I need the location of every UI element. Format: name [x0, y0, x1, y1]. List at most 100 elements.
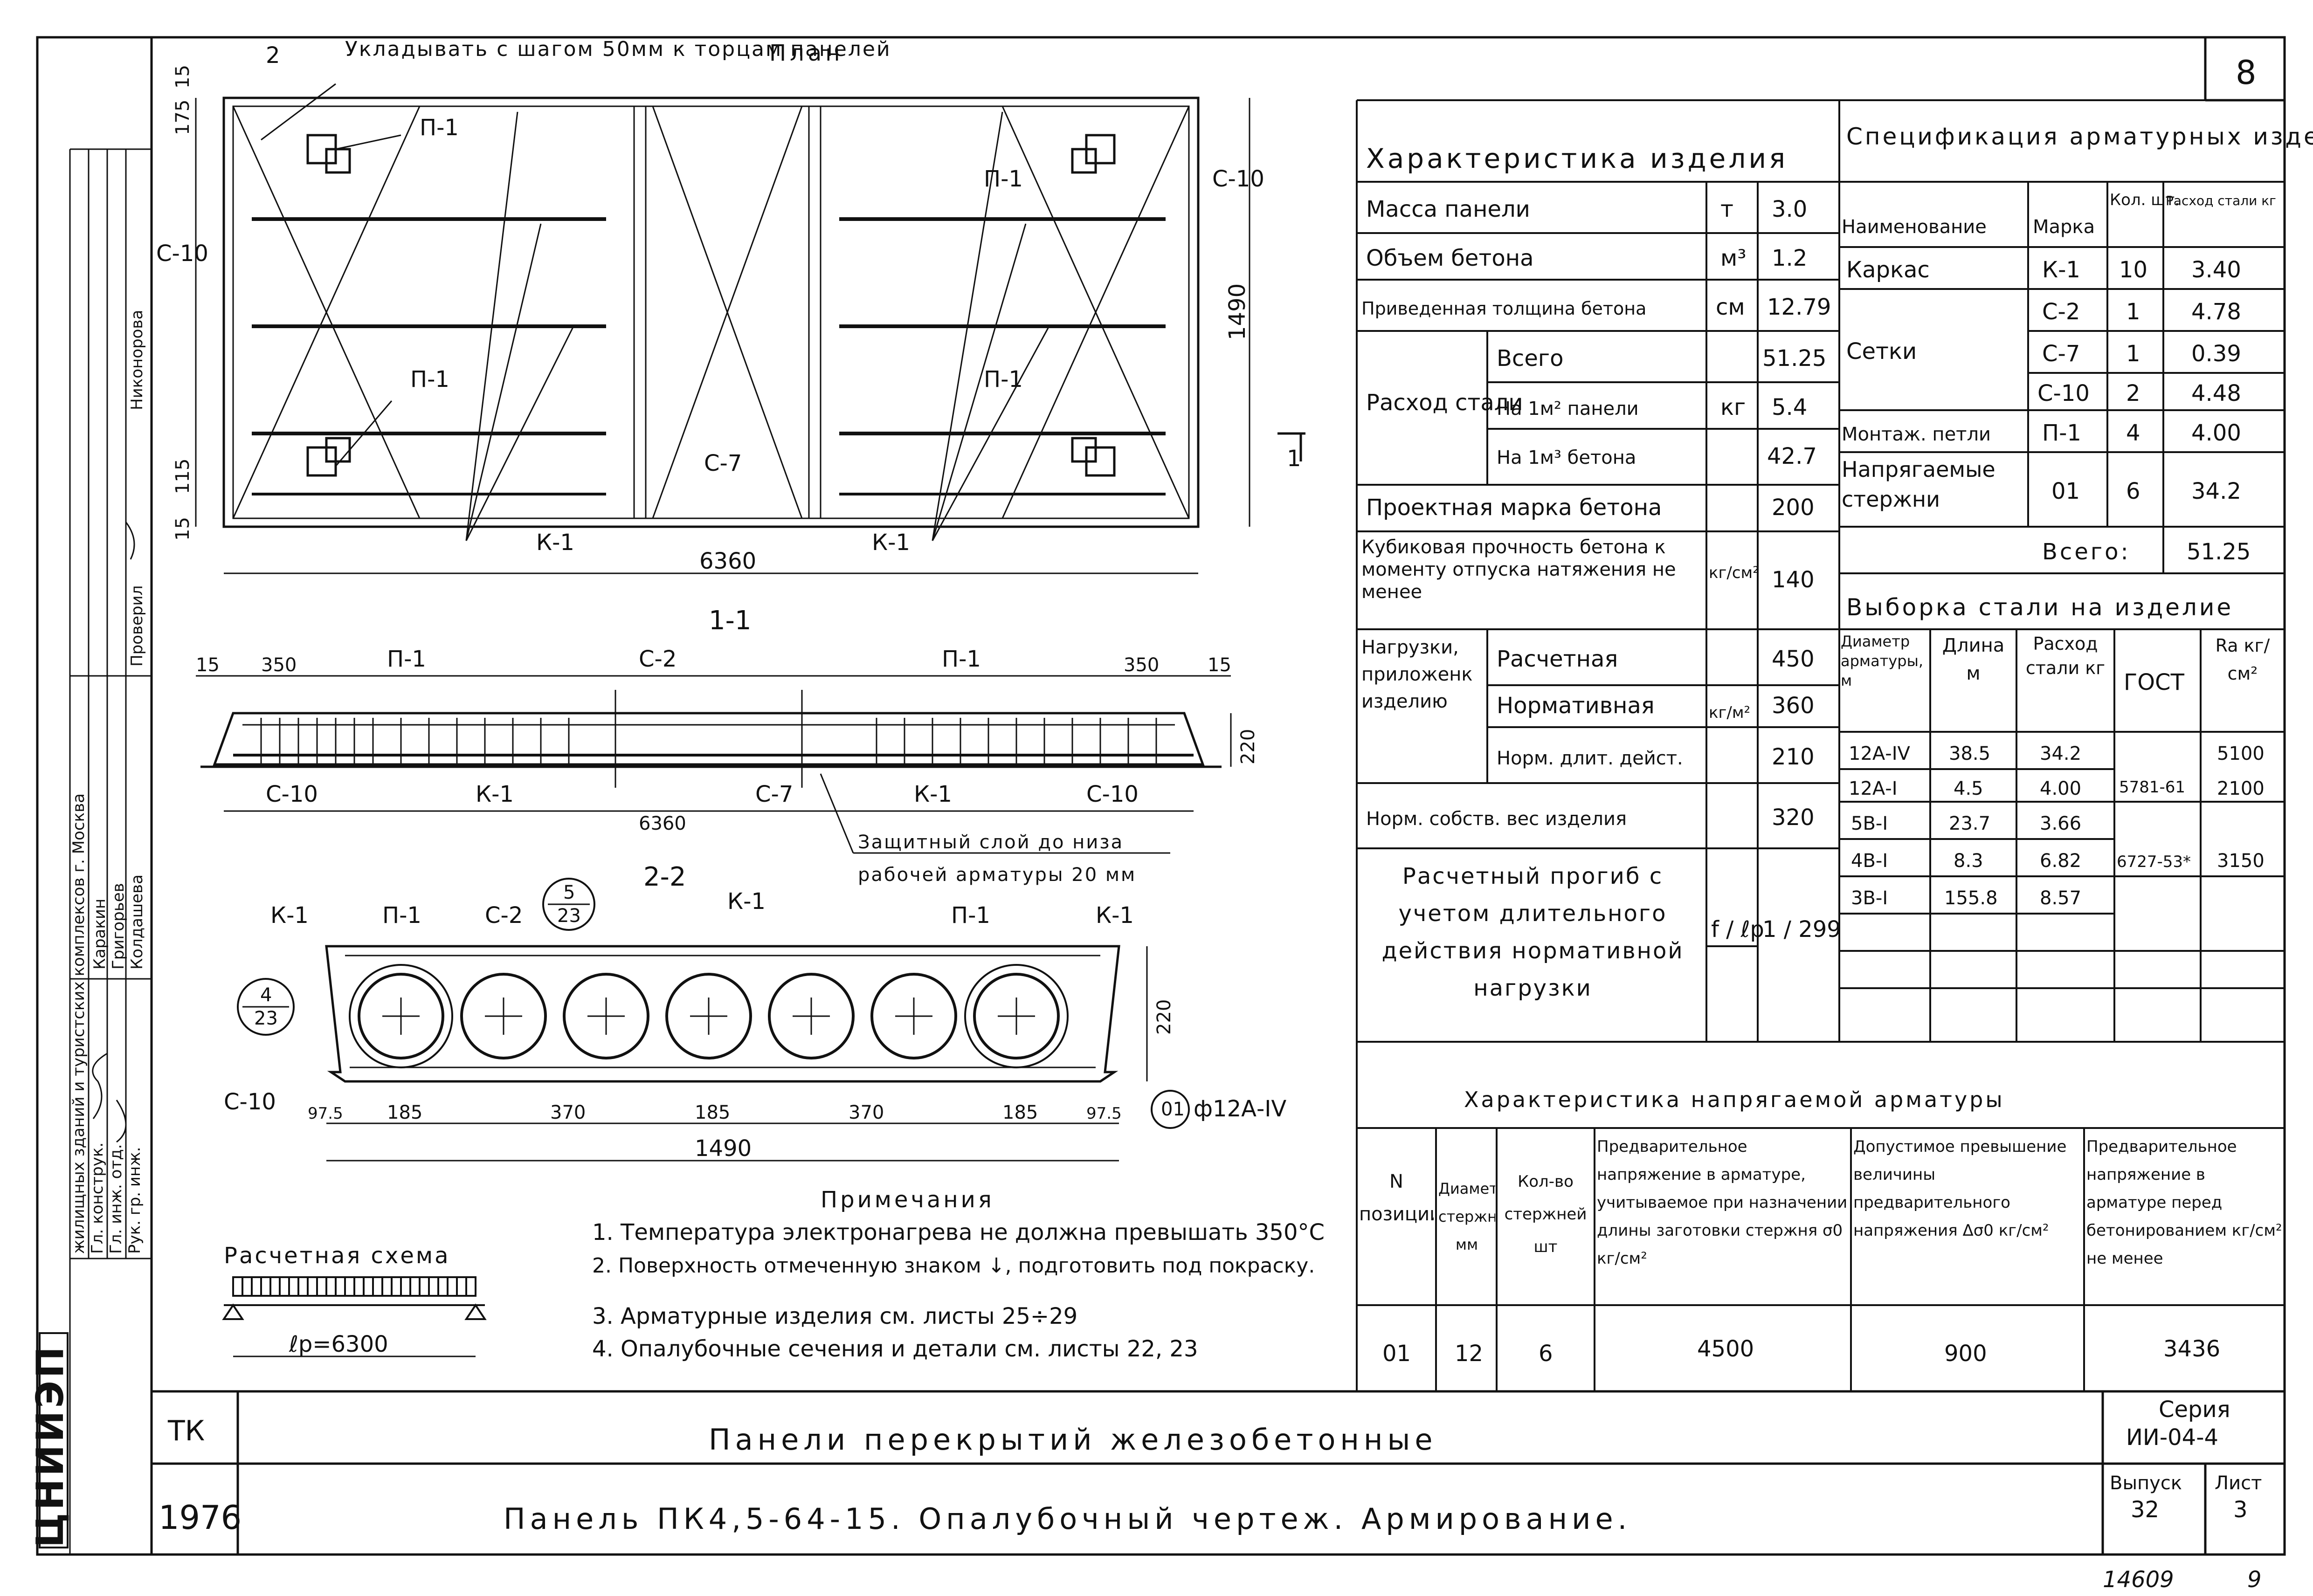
- spec-row-3-steel: 0.39: [2191, 341, 2241, 367]
- sec1-cover-note-2: рабочей арматуры 20 мм: [858, 864, 1136, 886]
- spec-row-4-steel: 4.48: [2191, 380, 2241, 406]
- org-text: жилищных зданий и туристских комплексов …: [69, 793, 88, 1254]
- char-row-mass: Масса панели: [1366, 196, 1530, 222]
- char-row-steel-unit: кг: [1720, 394, 1746, 420]
- plan-label-k1-b: К-1: [872, 530, 910, 556]
- char-row-load-unit: кг/м²: [1709, 703, 1750, 722]
- spec-header-steel: Расход стали кг: [2166, 193, 2276, 208]
- plan-label-c10-b: С-10: [1212, 166, 1264, 192]
- page-number: 9: [2247, 1567, 2262, 1593]
- role-3: Гл. конструк.: [88, 1142, 107, 1254]
- prestress-header-delta: Допустимое превышение величины предварит…: [1853, 1137, 2067, 1240]
- steel-row-3-cons: 3.66: [2040, 813, 2081, 834]
- characteristics-title: Характеристика изделия: [1366, 143, 1788, 174]
- plan-label-k1-a: К-1: [536, 530, 574, 556]
- title-line-1: Панели перекрытий железобетонные: [709, 1423, 1437, 1457]
- note-4: 4. Опалубочные сечения и детали см. лист…: [592, 1336, 1198, 1362]
- spec-header-qty: Кол. шт.: [2110, 191, 2180, 209]
- left-stamp: [39, 148, 152, 1555]
- issue-value: 32: [2131, 1497, 2159, 1523]
- char-row-loads: Нагрузки, приложенк изделию: [1361, 637, 1473, 712]
- plan-label-c10-a: С-10: [156, 241, 208, 267]
- sec1-cover-note-1: Защитный слой до низа: [858, 832, 1124, 853]
- prestress-header-final: Предварительное напряжение в арматуре пе…: [2086, 1137, 2282, 1268]
- char-row-concrete-grade: Проектная марка бетона: [1366, 495, 1662, 521]
- steel-row-1-dia: 12А-IV: [1849, 743, 1910, 764]
- char-row-deflection-unit: f / ℓр: [1711, 916, 1764, 942]
- sec1-label-p1-b: П-1: [942, 646, 981, 672]
- char-row-volume-value: 1.2: [1772, 245, 1807, 271]
- char-row-steel-total: Всего: [1497, 345, 1563, 371]
- sec2-dim-height: 220: [1153, 999, 1175, 1035]
- sec1-label-c10-a: С-10: [266, 781, 318, 807]
- sec2-dim-97-left: 97.5: [308, 1104, 343, 1123]
- plan-label-p1-a: П-1: [420, 115, 459, 141]
- sec2-dim-185-c: 185: [1002, 1102, 1038, 1123]
- checked-label: Проверил: [128, 585, 146, 667]
- steel-row-5-dia: 3В-I: [1851, 887, 1888, 909]
- sec1-dim-15-left: 15: [196, 654, 220, 676]
- sec1-dim-height: 220: [1237, 729, 1259, 764]
- sec2-dim-185-a: 185: [387, 1102, 422, 1123]
- char-row-steel: Расход стали: [1366, 390, 1523, 416]
- sec2-label-c2: С-2: [485, 902, 523, 929]
- steel-row-2-dia: 12А-I: [1849, 778, 1898, 799]
- spec-row-6-name: Напрягаемые стержни: [1842, 457, 1995, 512]
- note-2: 2. Поверхность отмеченную знаком ↓, подг…: [592, 1254, 1315, 1278]
- spec-row-2-mark: С-2: [2042, 299, 2080, 325]
- steel-row-2-len: 4.5: [1954, 778, 1983, 799]
- spec-row-5-qty: 4: [2126, 420, 2140, 446]
- steel-row-2-ra: 2100: [2217, 778, 2265, 799]
- char-row-strength-value: 140: [1772, 567, 1815, 593]
- plan-label-p1-c: П-1: [984, 166, 1023, 192]
- steel-row-3-len: 23.7: [1949, 813, 1990, 834]
- sec1-label-c2: С-2: [639, 646, 677, 672]
- prestress-table-grid: [1356, 1041, 2285, 1391]
- sec2-dim-370-b: 370: [849, 1102, 884, 1123]
- plan-dim-175: 175: [172, 100, 193, 135]
- callout-23-b: 23: [254, 1008, 278, 1029]
- note-3: 3. Арматурные изделия см. листы 25÷29: [592, 1303, 1077, 1329]
- spec-row-5-steel: 4.00: [2191, 420, 2241, 446]
- callout-4: 4: [260, 984, 272, 1006]
- spec-header-mark: Марка: [2033, 216, 2095, 238]
- steel-header-diameter: Диаметр арматуры, м: [1841, 633, 1923, 689]
- spec-row-2-name: Сетки: [1846, 338, 1917, 365]
- char-row-mass-unit: т: [1720, 196, 1733, 222]
- plan-dim-115: 115: [172, 459, 193, 494]
- year: 1976: [159, 1499, 242, 1537]
- issue-label: Выпуск: [2110, 1472, 2182, 1494]
- steel-row-4-dia: 4В-I: [1851, 850, 1888, 872]
- callout-23-a: 23: [557, 905, 581, 927]
- role-2: Гл. инж. отд.: [107, 1144, 125, 1254]
- plan-dim-15-top: 15: [172, 65, 193, 89]
- steel-row-1-len: 38.5: [1949, 743, 1990, 764]
- bar-mark-01: 01: [1161, 1099, 1185, 1120]
- steel-row-2-cons: 4.00: [2040, 778, 2081, 799]
- char-row-steel-total-value: 51.25: [1762, 345, 1826, 371]
- plan-label-p1-b: П-1: [410, 366, 449, 392]
- callout-5: 5: [563, 882, 575, 903]
- plan-dim-15-bottom: 15: [172, 517, 193, 541]
- tk-label: ТК: [167, 1415, 205, 1447]
- char-row-deflection: Расчетный прогиб с учетом длительного де…: [1381, 863, 1684, 1001]
- note-1: 1. Температура электронагрева не должна …: [592, 1219, 1325, 1245]
- char-row-concrete-grade-value: 200: [1772, 495, 1815, 521]
- steel-header-ra: Ra кг/см²: [2215, 635, 2270, 684]
- prestress-header-pos: N позиции: [1359, 1171, 1434, 1225]
- steel-row-1-cons: 34.2: [2040, 743, 2081, 764]
- char-row-load-long: Норм. длит. дейст.: [1497, 748, 1683, 769]
- notes-title: Примечания: [821, 1187, 994, 1213]
- section-1-1: [196, 675, 1232, 854]
- char-row-thickness: Приведенная толщина бетона: [1361, 298, 1646, 319]
- sec2-label-k1-a: К-1: [270, 902, 309, 929]
- char-row-volume-unit: м³: [1720, 245, 1746, 271]
- spec-row-1-steel: 3.40: [2191, 257, 2241, 283]
- char-row-strength-unit: кг/см²: [1709, 564, 1759, 582]
- name-koldasheva: Колдашева: [128, 874, 146, 970]
- char-row-load-long-value: 210: [1772, 744, 1815, 770]
- char-row-deflection-value: 1 / 299: [1762, 916, 1841, 942]
- series-value: ИИ-04-4: [2126, 1424, 2218, 1451]
- char-row-mass-value: 3.0: [1772, 196, 1807, 222]
